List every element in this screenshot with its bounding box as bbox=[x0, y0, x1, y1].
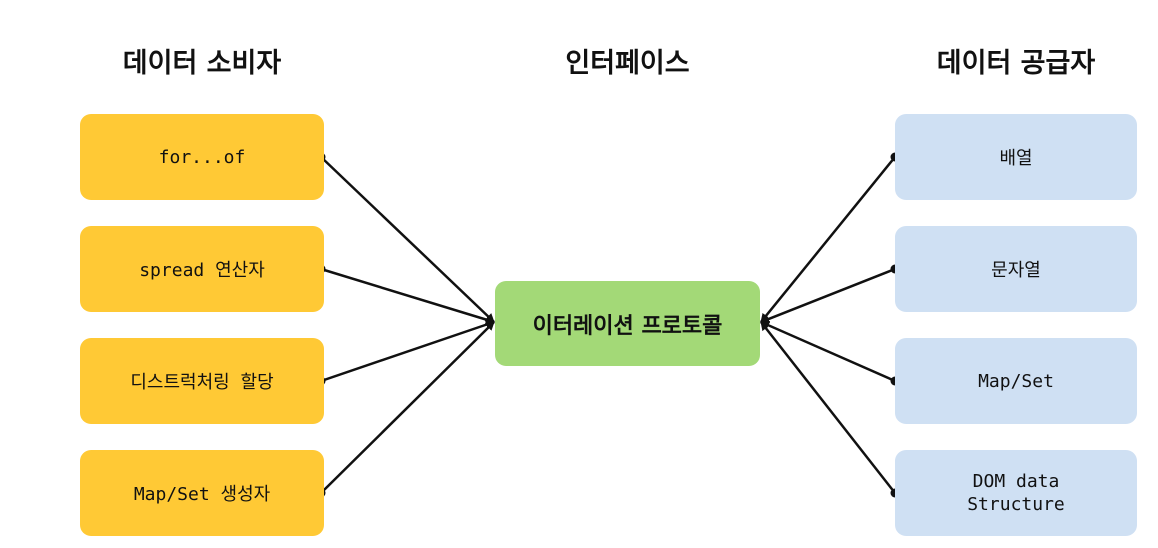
connector-consumer-1 bbox=[320, 156, 495, 323]
consumer-box-for-of: for...of bbox=[80, 114, 324, 200]
provider-box-map-set: Map/Set bbox=[895, 338, 1137, 424]
consumer-label: 디스트럭처링 할당 bbox=[130, 372, 274, 393]
provider-label: 문자열 bbox=[991, 260, 1041, 281]
provider-label: Map/Set bbox=[978, 370, 1054, 392]
interface-heading: 인터페이스 bbox=[565, 48, 690, 79]
connector-consumer-3 bbox=[320, 320, 495, 383]
connector-provider-3 bbox=[760, 320, 896, 383]
consumer-label: for...of bbox=[158, 146, 246, 168]
provider-label: 배열 bbox=[999, 148, 1033, 169]
interface-label: 이터레이션 프로토콜 bbox=[532, 313, 723, 339]
consumer-label: spread 연산자 bbox=[139, 260, 265, 281]
provider-box-string: 문자열 bbox=[895, 226, 1137, 312]
consumers-heading: 데이터 소비자 bbox=[122, 48, 282, 79]
connector-consumer-4 bbox=[320, 321, 495, 494]
consumer-box-destructuring: 디스트럭처링 할당 bbox=[80, 338, 324, 424]
provider-box-array: 배열 bbox=[895, 114, 1137, 200]
provider-label: DOM data Structure bbox=[967, 470, 1065, 515]
consumer-label: Map/Set 생성자 bbox=[133, 484, 271, 505]
providers-heading: 데이터 공급자 bbox=[936, 48, 1096, 79]
connector-provider-1 bbox=[760, 156, 896, 323]
consumer-box-spread: spread 연산자 bbox=[80, 226, 324, 312]
connector-provider-4 bbox=[760, 321, 896, 494]
iteration-protocol-box: 이터레이션 프로토콜 bbox=[495, 281, 760, 366]
connector-consumer-2 bbox=[320, 267, 495, 324]
consumer-box-map-set-constructor: Map/Set 생성자 bbox=[80, 450, 324, 536]
connector-provider-2 bbox=[760, 267, 896, 324]
provider-box-dom-data-structure: DOM data Structure bbox=[895, 450, 1137, 536]
